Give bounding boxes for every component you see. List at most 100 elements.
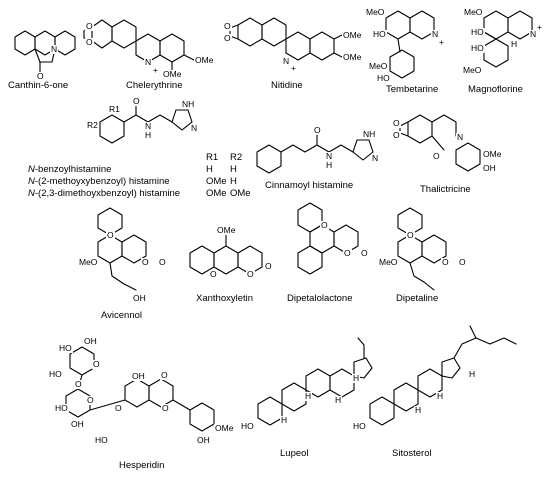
avicennol-structure <box>97 207 147 291</box>
hesperidin-o5: O <box>160 370 169 380</box>
avicennol-o3: O <box>158 257 167 267</box>
chelerythrine-structure <box>83 19 195 73</box>
sitosterol-name: Sitosterol <box>392 448 432 459</box>
thalictricine-name: Thalictricine <box>420 184 471 195</box>
magnoflorine-h: H <box>510 39 519 49</box>
tembetarine-name: Tembetarine <box>386 84 439 95</box>
dipetalolactone-structure <box>297 202 359 275</box>
dipetaline-o3: O <box>458 257 467 267</box>
lupeol-h2: H <box>334 395 343 405</box>
dipetaline-o2: O <box>441 257 450 267</box>
chelerythrine-n-atom: N <box>144 57 153 67</box>
hesperidin-ome: OMe <box>214 423 235 433</box>
nitidine-ome2: OMe <box>342 52 363 62</box>
nitidine-name: Nitidine <box>271 80 303 91</box>
cinnamoyl-n2: N <box>371 153 380 163</box>
canthin-structure <box>14 30 76 73</box>
hesperidin-o2: O <box>74 379 83 389</box>
core-o: O <box>132 96 141 106</box>
cinnamoyl-n: N <box>325 151 334 161</box>
legend-row: N-(2-methoyxybenzoyl) histamine OMe H <box>28 176 254 188</box>
sitosterol-h3: H <box>414 405 423 415</box>
chelerythrine-o2-atom: O <box>85 37 94 47</box>
sitosterol-ho: HO <box>352 421 367 431</box>
legend-row-r1: H <box>206 164 213 175</box>
magnoflorine-ho1: HO <box>470 27 485 37</box>
cinnamoyl-structure <box>256 134 374 174</box>
core-nh-n: N <box>144 121 153 131</box>
hesperidin-o1: O <box>92 359 101 369</box>
canthin-name: Canthin-6-one <box>8 80 69 91</box>
sitosterol-structure <box>369 325 517 426</box>
magnoflorine-ho2: HO <box>470 43 485 53</box>
thalictricine-oh: OH <box>482 163 497 173</box>
nitidine-structure <box>229 17 343 61</box>
dipetaline-name: Dipetaline <box>396 293 439 304</box>
canthin-o-atom: O <box>36 71 45 81</box>
xanthoxyletin-o3: O <box>264 261 273 271</box>
tembetarine-meo1: MeO <box>365 7 386 17</box>
thalictricine-n: N <box>456 132 465 142</box>
xanthoxyletin-structure <box>189 234 263 275</box>
magnoflorine-plus: + <box>536 22 543 32</box>
dipetaline-structure <box>397 207 447 291</box>
cinnamoyl-name: Cinnamoyl histamine <box>265 180 354 191</box>
magnoflorine-n: N <box>529 29 538 39</box>
legend-row-name: -(2-methoyxybenzoyl) histamine <box>34 176 170 187</box>
chelerythrine-ome2: OMe <box>162 69 183 79</box>
sitosterol-h1: H <box>468 369 477 379</box>
lupeol-h3: H <box>304 391 313 401</box>
avicennol-name: Avicennol <box>101 310 143 321</box>
hesperidin-oh4: OH <box>196 435 211 445</box>
nitidine-o2-atom: O <box>223 33 232 43</box>
xanthoxyletin-o2: O <box>246 269 255 279</box>
hesperidin-ho4: HO <box>94 435 109 445</box>
tembetarine-plus: + <box>438 37 445 47</box>
dipetaline-meo: MeO <box>378 257 399 267</box>
tembetarine-ho1: HO <box>372 29 387 39</box>
cinnamoyl-h: H <box>325 160 334 170</box>
thalictricine-ome: OMe <box>482 149 503 159</box>
chelerythrine-ome1: OMe <box>194 55 215 65</box>
dipetalolactone-o1: O <box>320 220 329 230</box>
hesperidin-o6: O <box>161 403 170 413</box>
dipetalolactone-o2: O <box>343 248 352 258</box>
legend-row-r1: OMe <box>206 188 227 199</box>
core-r1: R1 <box>108 104 121 114</box>
cinnamoyl-nh2: NH <box>362 129 377 139</box>
canthin-n-atom: N <box>50 44 59 54</box>
histamine-legend: R1 R2 N-benzoylhistamine H H N-(2-methoy… <box>28 152 254 200</box>
legend-row: N-(2,3-dimethoyxbenzoyl) histamine OMe O… <box>28 188 254 200</box>
hesperidin-ho3: HO <box>54 403 69 413</box>
legend-row-r2: H <box>230 164 237 175</box>
avicennol-oh: OH <box>132 293 147 303</box>
thalictricine-o2: O <box>392 130 401 140</box>
hesperidin-o4: O <box>114 403 123 413</box>
core-nh-h: H <box>144 130 153 140</box>
xanthoxyletin-o1: O <box>209 269 218 279</box>
core-nh2: NH <box>181 99 196 109</box>
legend-header: R1 R2 <box>28 152 254 164</box>
thalictricine-o1: O <box>392 118 401 128</box>
legend-row-r1: OMe <box>206 176 227 187</box>
chelerythrine-plus: + <box>152 65 159 75</box>
legend-row-r2: OMe <box>230 188 251 199</box>
magnoflorine-structure <box>483 10 533 68</box>
lupeol-ho: HO <box>240 421 255 431</box>
nitidine-n-atom: N <box>282 56 291 66</box>
nitidine-ome1: OMe <box>342 30 363 40</box>
hesperidin-structure <box>65 346 215 432</box>
chelerythrine-o1-atom: O <box>85 21 94 31</box>
legend-row-name: -(2,3-dimethoyxbenzoyl) histamine <box>34 188 181 199</box>
cinnamoyl-o: O <box>313 125 322 135</box>
legend-header-r2: R2 <box>230 152 243 163</box>
hesperidin-oh2: OH <box>70 419 85 429</box>
lupeol-h4: H <box>280 415 289 425</box>
lupeol-h1: H <box>352 373 361 383</box>
hesperidin-oh1: OH <box>83 336 98 346</box>
hesperidin-ho2: HO <box>48 369 63 379</box>
magnoflorine-meo2: MeO <box>462 65 483 75</box>
avicennol-o2: O <box>141 257 150 267</box>
nitidine-plus: + <box>290 63 297 73</box>
hesperidin-oh3: OH <box>131 371 146 381</box>
